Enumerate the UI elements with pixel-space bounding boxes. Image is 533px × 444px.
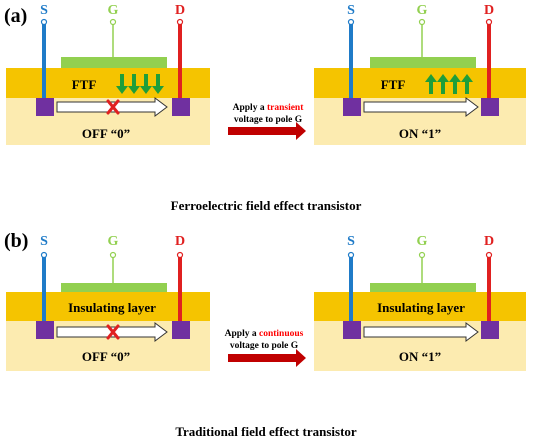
source-label: S <box>40 3 48 18</box>
layer-label: FTF <box>72 77 97 92</box>
panel-b-caption: Traditional field effect transistor <box>175 424 357 439</box>
state-on-label: ON “1” <box>399 349 441 364</box>
transition-text-line1: Apply a transient <box>233 103 305 113</box>
source-label: S <box>347 3 355 18</box>
drain-terminal-icon <box>485 251 493 259</box>
gate-electrode <box>61 283 167 292</box>
drain-terminal-icon <box>176 18 184 26</box>
down-arrow-icon <box>152 74 164 94</box>
oxide-layer <box>6 292 210 321</box>
panel-b-label: (b) <box>4 230 28 252</box>
drain-contact <box>481 321 499 339</box>
source-label: S <box>40 234 48 249</box>
drain-terminal-icon <box>176 251 184 259</box>
up-arrow-icon <box>437 74 449 94</box>
up-arrow-icon <box>461 74 473 94</box>
panel-a-caption: Ferroelectric field effect transistor <box>171 198 362 213</box>
drain-label: D <box>175 234 185 249</box>
blocked-x-icon <box>106 99 120 115</box>
oxide-layer <box>314 68 526 98</box>
source-terminal-icon <box>347 251 355 259</box>
transition-text-line2: voltage to pole G <box>234 115 303 125</box>
gate-label: G <box>417 234 428 249</box>
gate-terminal-icon <box>109 18 117 26</box>
gate-terminal-icon <box>418 251 426 259</box>
source-terminal-icon <box>347 18 355 26</box>
layer-label: FTF <box>381 77 406 92</box>
source-lead <box>349 255 353 321</box>
source-contact <box>36 98 54 116</box>
drain-contact <box>481 98 499 116</box>
layer-label: Insulating layer <box>68 300 156 315</box>
polarization-down-arrows <box>116 74 164 94</box>
source-contact <box>343 321 361 339</box>
gate-electrode <box>370 57 476 68</box>
panel-b: (b) S G D Insulating layer OFF “0” <box>4 230 526 439</box>
panel-a-label: (a) <box>4 5 27 27</box>
down-arrow-icon <box>116 74 128 94</box>
fefet-device-off: S G D FTF OFF “0” <box>6 3 210 145</box>
source-lead <box>42 255 46 321</box>
blocked-x-icon <box>106 324 120 340</box>
channel-arrow <box>363 97 479 117</box>
source-contact <box>36 321 54 339</box>
fefet-device-on: S G D FTF ON “1” <box>314 3 526 145</box>
drain-label: D <box>175 3 185 18</box>
drain-lead <box>178 255 182 321</box>
transition-arrow-a: Apply a transient voltage to pole G <box>228 103 306 140</box>
drain-label: D <box>484 234 494 249</box>
state-off-label: OFF “0” <box>82 126 130 141</box>
right-arrow-icon <box>228 122 306 140</box>
fet-device-off: S G D Insulating layer OFF “0” <box>6 234 210 371</box>
source-terminal-icon <box>40 18 48 26</box>
down-arrow-icon <box>128 74 140 94</box>
gate-label: G <box>417 3 428 18</box>
oxide-layer <box>6 68 210 98</box>
state-off-label: OFF “0” <box>82 349 130 364</box>
gate-label: G <box>108 3 119 18</box>
state-on-label: ON “1” <box>399 126 441 141</box>
polarization-up-arrows <box>425 74 473 94</box>
fet-device-on: S G D Insulating layer ON “1” <box>314 234 526 371</box>
drain-lead <box>487 22 491 98</box>
drain-lead <box>178 22 182 98</box>
up-arrow-icon <box>449 74 461 94</box>
source-label: S <box>347 234 355 249</box>
gate-label: G <box>108 234 119 249</box>
drain-terminal-icon <box>485 18 493 26</box>
channel-arrow <box>363 322 479 342</box>
transition-arrow-b: Apply a continuous voltage to pole G <box>225 329 306 367</box>
source-terminal-icon <box>40 251 48 259</box>
gate-terminal-icon <box>109 251 117 259</box>
down-arrow-icon <box>140 74 152 94</box>
right-arrow-icon <box>228 349 306 367</box>
source-contact <box>343 98 361 116</box>
transition-text-line1: Apply a continuous <box>225 329 304 339</box>
gate-terminal-icon <box>418 18 426 26</box>
drain-lead <box>487 255 491 321</box>
gate-electrode <box>370 283 476 292</box>
drain-contact <box>172 321 190 339</box>
layer-label: Insulating layer <box>377 300 465 315</box>
drain-contact <box>172 98 190 116</box>
transition-text-line2: voltage to pole G <box>230 341 299 351</box>
panel-a: (a) S G D FTF <box>4 3 526 213</box>
drain-label: D <box>484 3 494 18</box>
up-arrow-icon <box>425 74 437 94</box>
source-lead <box>42 22 46 98</box>
source-lead <box>349 22 353 98</box>
gate-electrode <box>61 57 167 68</box>
